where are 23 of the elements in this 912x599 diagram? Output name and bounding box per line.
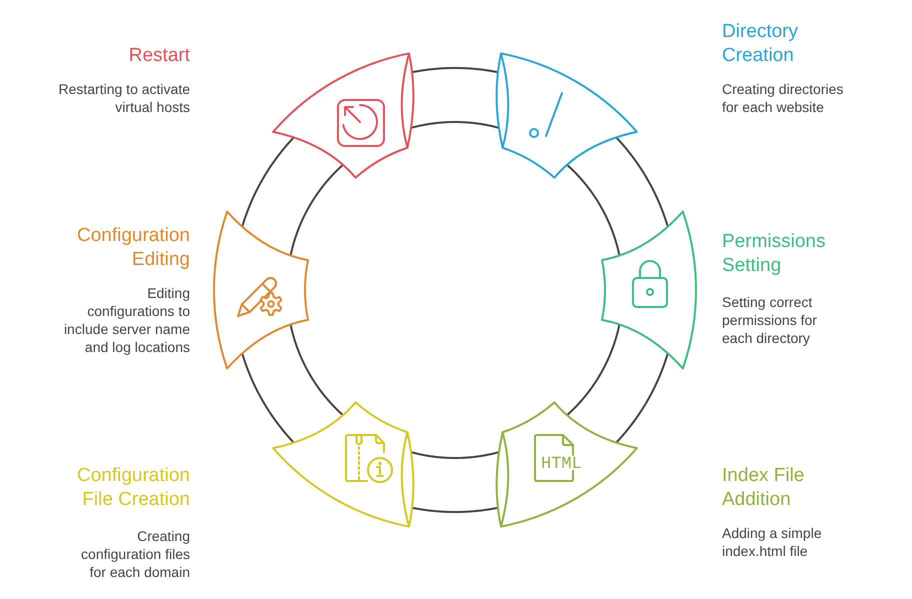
ring-connector — [566, 135, 670, 257]
step-description: Restarting to activate virtual hosts — [57, 80, 190, 116]
step-description: Setting correct permissions for each directory — [722, 293, 818, 347]
step-description: Editing configurations to include server name and log locations — [62, 284, 190, 356]
step-heading: Directory Creation — [722, 20, 800, 68]
ring-connector — [566, 323, 670, 445]
step-heading: Configuration Editing — [76, 224, 190, 272]
step-heading: Index File Addition — [722, 464, 806, 512]
step-heading: Permissions Setting — [722, 230, 826, 278]
file-type-label: HTML — [541, 456, 582, 473]
arc-segment — [271, 400, 416, 529]
step-description: Creating directories for each website — [722, 80, 844, 116]
step-heading: Restart — [128, 44, 190, 68]
ring-connector — [240, 135, 344, 257]
step-description: Adding a simple index.html file — [722, 524, 823, 560]
ring-connector — [240, 323, 344, 445]
arc-segment — [212, 209, 311, 371]
arc-segment — [599, 209, 698, 371]
arc-segment — [494, 51, 639, 180]
step-description: Creating configuration files for each domain — [80, 527, 190, 581]
arc-segment — [494, 400, 639, 529]
arc-segment — [271, 51, 416, 180]
step-heading: Configuration File Creation — [76, 464, 190, 512]
